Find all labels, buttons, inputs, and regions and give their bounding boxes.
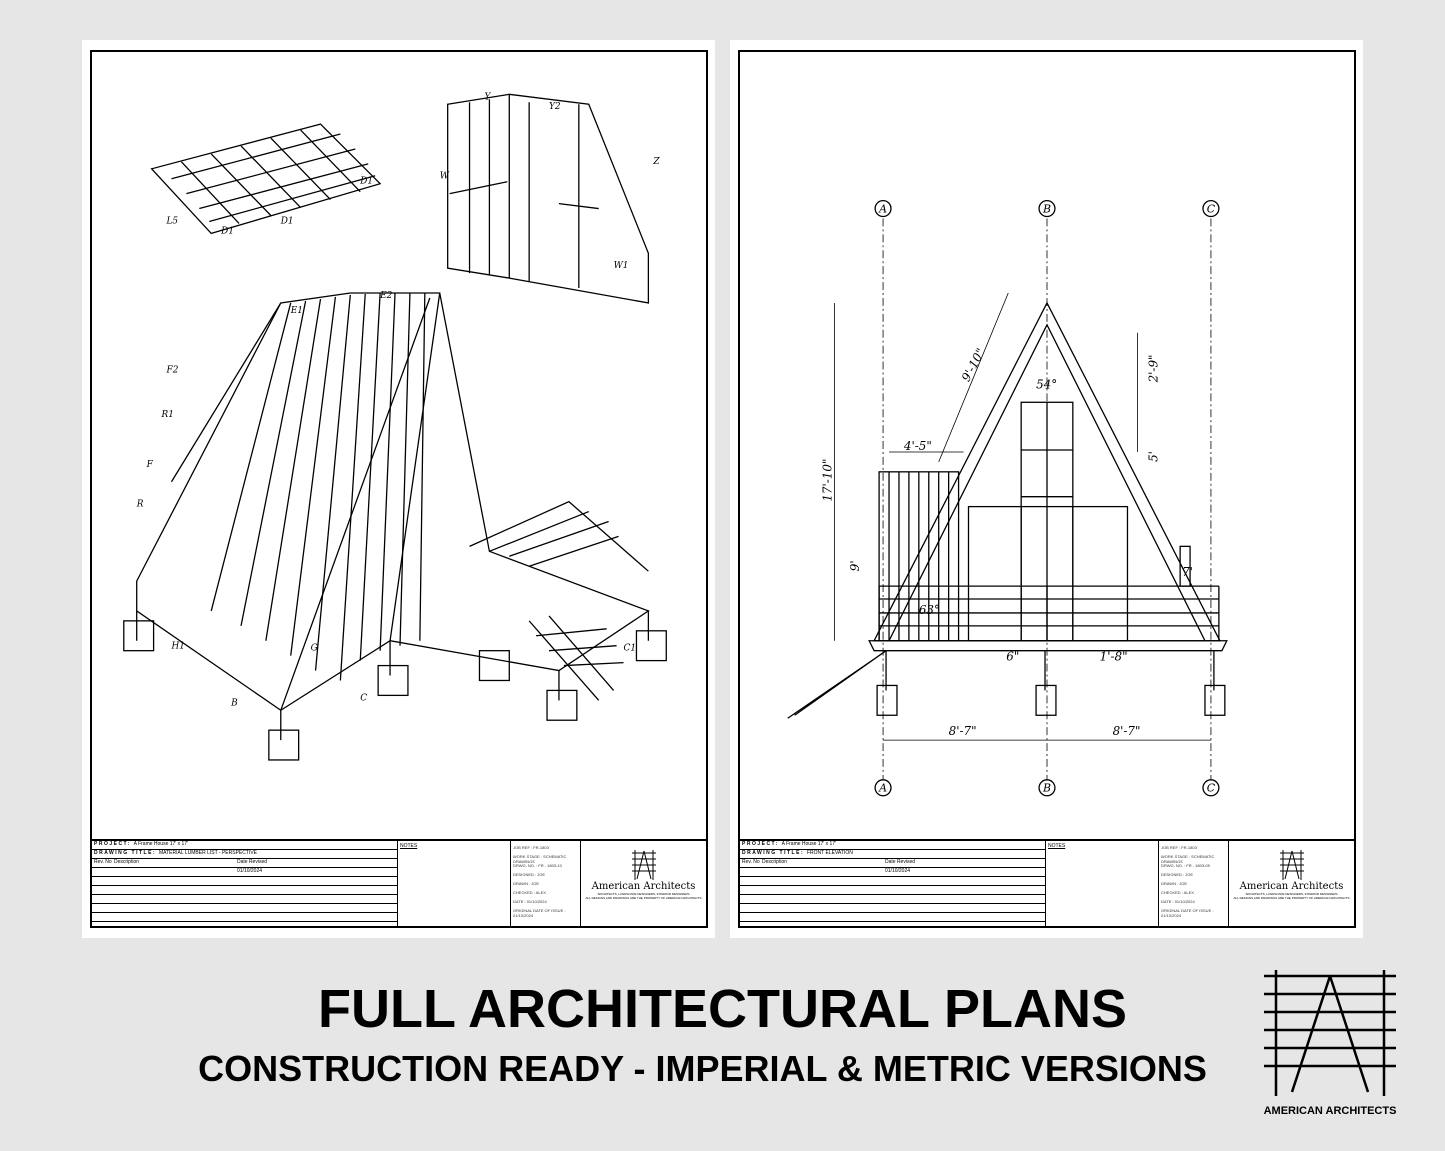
svg-text:R1: R1 (161, 410, 174, 420)
dim-overhang: 4'-5" (903, 439, 932, 453)
a-frame-elevation (787, 301, 1228, 719)
dim-right-span: 8'-7" (1113, 724, 1141, 738)
svg-text:C: C (360, 693, 367, 703)
dim-deck: 1'-8" (1100, 650, 1128, 664)
dim-six: 6" (1006, 650, 1019, 664)
grid-label-a: A (878, 203, 887, 216)
title-block: PROJECT: A Frame House 17' x 17' DRAWING… (92, 839, 706, 926)
description-header: Description (762, 859, 788, 865)
firm-name: American Architects (591, 881, 696, 892)
front-elevation-drawing: A B C A B C 9'-10" 2'-9" 54° 5' 4'-5" 17'-10… (787, 199, 1228, 797)
svg-text:Y2: Y2 (549, 102, 561, 112)
wall-frame-corner (447, 93, 650, 304)
sheet-front-elevation: A B C A B C 9'-10" 2'-9" 54° 5' 4'-5" 17'-10… (730, 40, 1363, 938)
project-label: PROJECT: A Frame House 17' x 17' (742, 841, 837, 847)
notes-box: NOTES (1045, 841, 1163, 926)
svg-text:H1: H1 (170, 642, 184, 652)
date-value: 01/10/2024 (885, 868, 911, 874)
notes-box: NOTES (397, 841, 515, 926)
svg-text:E2: E2 (379, 291, 393, 301)
sheet-frame: A B C A B C 9'-10" 2'-9" 54° 5' 4'-5" 17'-10… (738, 50, 1356, 928)
svg-text:D1: D1 (280, 216, 294, 226)
svg-text:Z: Z (652, 157, 660, 167)
a-frame-structure (123, 292, 667, 761)
svg-text:Y: Y (484, 92, 491, 102)
dim-top: 2'-9" (1146, 354, 1160, 383)
date-value: 01/10/2024 (237, 868, 263, 874)
svg-text:E1: E1 (290, 306, 303, 316)
drawing-title: FRONT ELEVATION (807, 850, 853, 856)
grid-label-c: C (1207, 782, 1216, 795)
dim-lower-height: 9' (848, 560, 862, 571)
firm-note: ALL DESIGNS AND DRAWINGS ARE THE PROPERT… (585, 896, 702, 900)
rev-no-header: Rev. No (94, 859, 112, 865)
grid-label-b: B (1042, 203, 1051, 216)
svg-text:D1: D1 (359, 177, 373, 187)
svg-text:C1: C1 (624, 644, 637, 654)
svg-text:L5: L5 (166, 216, 179, 226)
svg-text:D1: D1 (220, 226, 234, 236)
firm-name: American Architects (1239, 881, 1344, 892)
title-block: PROJECT: A Frame House 17' x 17' DRAWING… (740, 839, 1354, 926)
date-revised-header: Date Revised (237, 859, 268, 865)
svg-text:F: F (146, 460, 154, 470)
svg-text:G: G (311, 644, 318, 654)
firm-note: ALL DESIGNS AND DRAWINGS ARE THE PROPERT… (1233, 896, 1350, 900)
dim-base-angle: 63° (919, 603, 940, 617)
project-label: PROJECT: A Frame House 17' x 17' (94, 841, 189, 847)
svg-text:F2: F2 (166, 365, 179, 375)
firm-tagline: ARCHITECTS, LANDSCAPE DESIGNERS, INTERIO… (597, 892, 690, 896)
dim-total-height: 17'-10" (820, 459, 834, 502)
dim-mid: 5' (1146, 451, 1160, 462)
firm-logo-icon (1279, 850, 1304, 880)
firm-logo-block: American Architects ARCHITECTS, LANDSCAP… (1228, 841, 1354, 926)
svg-text:W: W (440, 172, 450, 182)
firm-logo-icon (631, 850, 656, 880)
grid-label-a: A (878, 782, 887, 795)
subheadline: CONSTRUCTION READY - IMPERIAL & METRIC V… (198, 1048, 1207, 1089)
brand-logo: AMERICAN ARCHITECTS (1262, 968, 1398, 1117)
dimension-lines (833, 292, 1211, 741)
firm-tagline: ARCHITECTS, LANDSCAPE DESIGNERS, INTERIO… (1245, 892, 1338, 896)
brand-logo-icon (1264, 970, 1396, 1096)
firm-logo-block: American Architects ARCHITECTS, LANDSCAP… (580, 841, 706, 926)
date-revised-header: Date Revised (885, 859, 916, 865)
svg-text:B: B (230, 698, 238, 708)
dim-rafter: 9'-10" (959, 346, 988, 384)
floor-joist-grid (150, 123, 382, 235)
drawing-title: MATERIAL LUMBER LIST - PERSPECTIVE (159, 850, 257, 856)
grid-label-c: C (1207, 203, 1216, 216)
description-header: Description (114, 859, 140, 865)
rev-no-header: Rev. No (742, 859, 760, 865)
dim-left-span: 8'-7" (949, 724, 977, 738)
grid-bubbles (874, 199, 1220, 797)
grid-lines (882, 218, 1212, 780)
dim-apex-angle: 54° (1036, 377, 1057, 391)
svg-text:R: R (136, 500, 144, 510)
dim-rail: 7' (1182, 565, 1193, 579)
brand-name: AMERICAN ARCHITECTS (1263, 1105, 1397, 1117)
svg-text:W1: W1 (614, 261, 629, 271)
grid-label-b: B (1042, 782, 1051, 795)
headline: FULL ARCHITECTURAL PLANS (318, 979, 1127, 1039)
